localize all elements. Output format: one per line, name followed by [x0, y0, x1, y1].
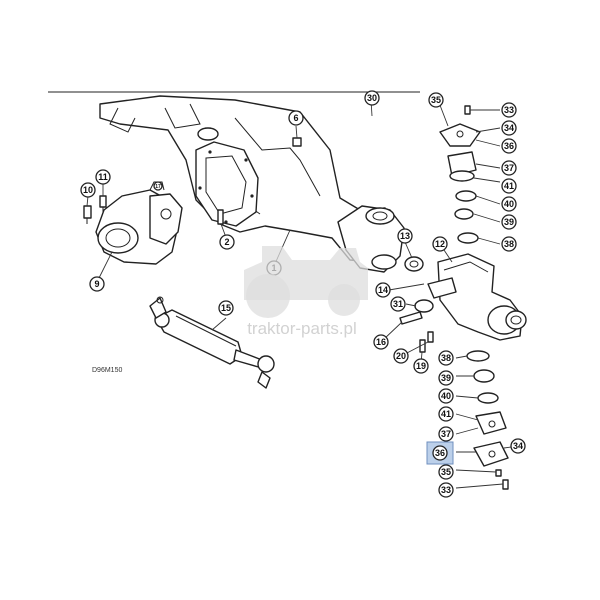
- callout-38-top[interactable]: 38: [501, 236, 517, 252]
- pin-2: [217, 209, 224, 225]
- leader-lines: [86, 99, 519, 489]
- washer-31: [414, 299, 434, 313]
- svg-text:2: 2: [224, 237, 229, 247]
- svg-text:34: 34: [504, 123, 514, 133]
- callout-36-top[interactable]: 36: [501, 138, 517, 154]
- bolt-10: [83, 205, 92, 224]
- svg-text:14: 14: [378, 285, 388, 295]
- top-kingpin-stack: [439, 105, 481, 244]
- callout-36-bottom[interactable]: 36: [432, 445, 448, 461]
- svg-text:38: 38: [441, 353, 451, 363]
- svg-text:9: 9: [94, 279, 99, 289]
- svg-text:13: 13: [400, 231, 410, 241]
- callout-35-bottom[interactable]: 35: [438, 464, 454, 480]
- callout-17[interactable]: 17: [153, 181, 163, 191]
- callout-41-top[interactable]: 41: [501, 178, 517, 194]
- svg-text:16: 16: [376, 337, 386, 347]
- svg-text:33: 33: [441, 485, 451, 495]
- svg-text:6: 6: [293, 113, 298, 123]
- bottom-kingpin-stack: [466, 350, 509, 490]
- callout-10[interactable]: 10: [80, 182, 96, 198]
- steering-knuckle: [427, 253, 527, 341]
- seal-13: [404, 256, 424, 272]
- callout-14[interactable]: 14: [375, 282, 391, 298]
- callout-34-top[interactable]: 34: [501, 120, 517, 136]
- callout-33-bottom[interactable]: 33: [438, 482, 454, 498]
- left-hub-bracket: [95, 181, 183, 265]
- svg-text:39: 39: [504, 217, 514, 227]
- callout-13[interactable]: 13: [397, 228, 413, 244]
- callout-15[interactable]: 15: [218, 300, 234, 316]
- svg-text:11: 11: [98, 172, 108, 182]
- callout-39-top[interactable]: 39: [501, 214, 517, 230]
- svg-text:34: 34: [513, 441, 523, 451]
- svg-text:15: 15: [221, 303, 231, 313]
- pin-20: [427, 331, 434, 343]
- svg-text:31: 31: [393, 299, 403, 309]
- callout-35-top[interactable]: 35: [428, 92, 444, 108]
- svg-text:41: 41: [504, 181, 514, 191]
- callout-40-bottom[interactable]: 40: [438, 388, 454, 404]
- svg-text:38: 38: [504, 239, 514, 249]
- callout-2[interactable]: 2: [219, 234, 235, 250]
- watermark-text: traktor-parts.pl: [247, 319, 357, 338]
- svg-text:30: 30: [367, 93, 377, 103]
- callout-38-bottom[interactable]: 38: [438, 350, 454, 366]
- callout-40-top[interactable]: 40: [501, 196, 517, 212]
- plug-6: [292, 137, 302, 147]
- callout-34-bottom[interactable]: 34: [510, 438, 526, 454]
- callout-6[interactable]: 6: [288, 110, 304, 126]
- callout-41-bottom[interactable]: 41: [438, 406, 454, 422]
- callout-11[interactable]: 11: [95, 169, 111, 185]
- callout-19[interactable]: 19: [413, 358, 429, 374]
- callout-39-bottom[interactable]: 39: [438, 370, 454, 386]
- callout-16[interactable]: 16: [373, 334, 389, 350]
- svg-text:12: 12: [435, 239, 445, 249]
- callout-20[interactable]: 20: [393, 348, 409, 364]
- callout-30[interactable]: 30: [364, 90, 380, 106]
- tractor-watermark-logo: [244, 246, 368, 318]
- callout-31[interactable]: 31: [390, 296, 406, 312]
- callout-12[interactable]: 12: [432, 236, 448, 252]
- svg-text:35: 35: [441, 467, 451, 477]
- svg-text:19: 19: [416, 361, 426, 371]
- svg-text:35: 35: [431, 95, 441, 105]
- key-16: [399, 311, 423, 325]
- svg-text:20: 20: [396, 351, 406, 361]
- svg-text:10: 10: [83, 185, 93, 195]
- svg-text:17: 17: [155, 184, 161, 190]
- svg-text:36: 36: [504, 141, 514, 151]
- svg-text:37: 37: [441, 429, 451, 439]
- steering-cylinder: [149, 296, 275, 389]
- svg-text:40: 40: [441, 391, 451, 401]
- svg-text:41: 41: [441, 409, 451, 419]
- svg-text:40: 40: [504, 199, 514, 209]
- callout-37-top[interactable]: 37: [501, 160, 517, 176]
- callout-33-top[interactable]: 33: [501, 102, 517, 118]
- svg-text:39: 39: [441, 373, 451, 383]
- svg-text:37: 37: [504, 163, 514, 173]
- svg-text:36: 36: [435, 448, 445, 458]
- callout-37-bottom[interactable]: 37: [438, 426, 454, 442]
- svg-text:33: 33: [504, 105, 514, 115]
- drawing-code: D96M150: [92, 367, 122, 374]
- callout-9[interactable]: 9: [89, 276, 105, 292]
